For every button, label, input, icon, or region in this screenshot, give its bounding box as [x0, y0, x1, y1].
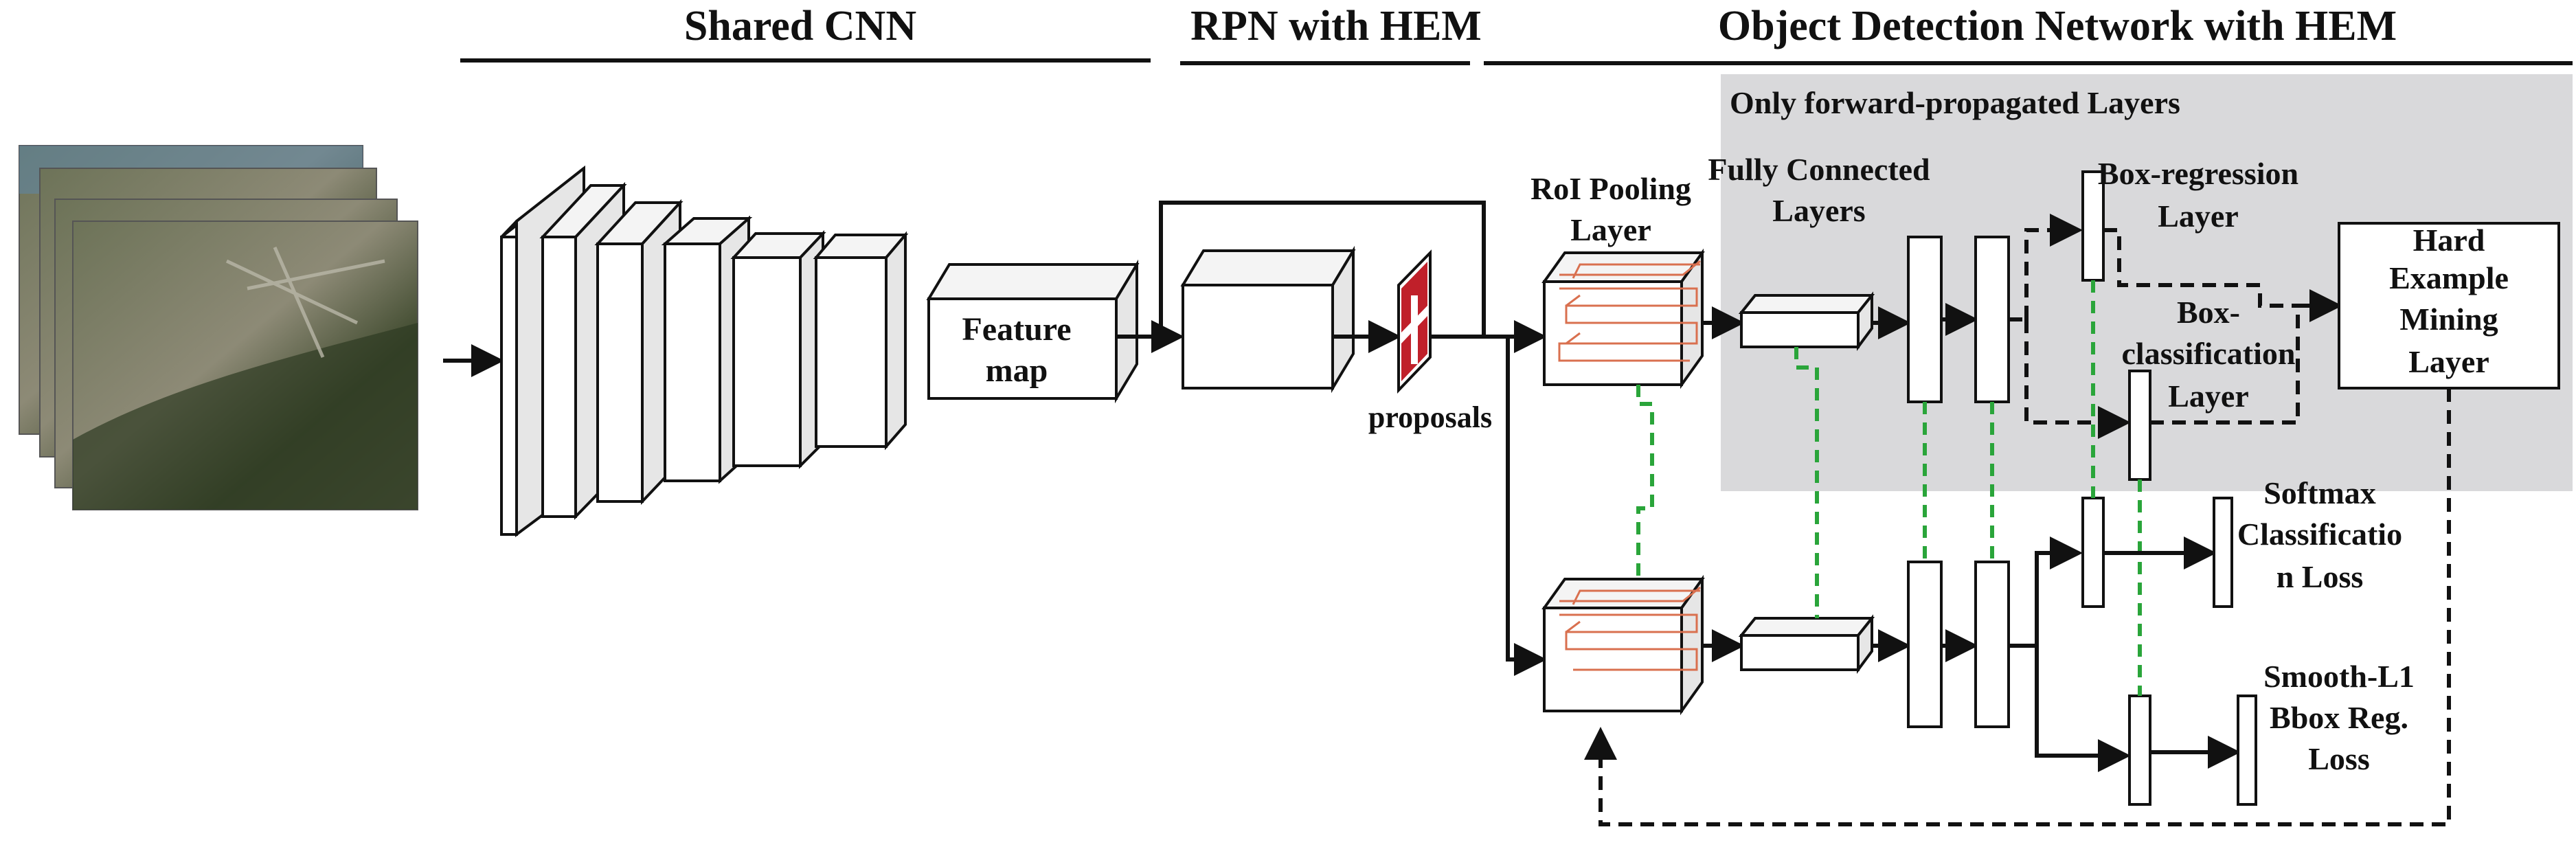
fc2-top	[1974, 236, 2010, 403]
softmax-loss-layer	[2213, 497, 2233, 608]
box-regression-layer	[2081, 170, 2105, 282]
section-shared-cnn: Shared CNN	[684, 3, 916, 49]
rpn-block	[1180, 245, 1356, 394]
arrow-to-roi-bottom	[1506, 337, 1547, 676]
smoothl1-loss-label-3: Loss	[2308, 741, 2369, 776]
forward-only-label: Only forward-propagated Layers	[1730, 85, 2180, 120]
cnn-layer-5	[730, 229, 826, 469]
fc-label-1: Fully Connected	[1708, 152, 1930, 187]
roi-pooling-label-1: RoI Pooling	[1530, 171, 1691, 206]
softmax-loss-label-2: Classificatio	[2237, 517, 2402, 552]
feature-map-label-2: map	[986, 352, 1048, 389]
dash-to-box-regression	[2024, 214, 2083, 319]
arrow-to-cls-layer	[2035, 537, 2083, 646]
roi-pooling-label-2: Layer	[1570, 212, 1651, 247]
input-image-stack	[19, 145, 418, 510]
smoothl1-loss-label-2: Bbox Reg.	[2270, 700, 2408, 735]
smoothl1-loss-label-1: Smooth-L1	[2263, 659, 2415, 694]
smoothl1-loss-layer	[2237, 694, 2257, 806]
hem-label-1: Hard	[2413, 223, 2485, 258]
hem-label-3: Mining	[2399, 302, 2498, 337]
dash-to-box-classification	[2024, 319, 2131, 439]
box-classification-layer	[2128, 370, 2151, 481]
fc2-bottom	[1974, 561, 2010, 728]
roi-pooling-top	[1541, 248, 1705, 389]
hem-label-4: Layer	[2408, 344, 2489, 379]
hem-label-2: Example	[2389, 260, 2509, 295]
softmax-loss-label-3: n Loss	[2276, 559, 2364, 594]
softmax-loss-label-1: Softmax	[2263, 475, 2376, 510]
cls-layer-bottom	[2081, 497, 2105, 608]
box-regression-label-1: Box-regression	[2098, 156, 2298, 191]
link-fc-input-shared	[1794, 347, 1819, 618]
fc-label-2: Layers	[1772, 193, 1865, 228]
proposals-label: proposals	[1368, 400, 1492, 434]
box-classification-label-3: Layer	[2168, 379, 2249, 414]
fc-input-bottom	[1738, 614, 1875, 675]
box-classification-label-1: Box-	[2177, 295, 2240, 330]
dash-hem-feedback	[1584, 388, 2451, 826]
fc1-top	[1907, 236, 1943, 403]
reg-layer-bottom	[2128, 694, 2151, 806]
feature-map-label-1: Feature	[962, 311, 1071, 348]
box-regression-label-2: Layer	[2158, 199, 2239, 234]
section-odn: Object Detection Network with HEM	[1718, 3, 2397, 49]
arrow-to-reg-layer	[2035, 646, 2131, 772]
box-classification-label-2: classification	[2122, 336, 2296, 371]
link-roi-shared	[1636, 385, 1654, 577]
roi-pooling-bottom	[1541, 574, 1705, 716]
section-rpn: RPN with HEM	[1190, 3, 1482, 49]
feature-map-block	[926, 259, 1140, 404]
bypass-line	[1159, 201, 1486, 337]
dash-classification-to-hem	[2150, 306, 2300, 425]
dash-regression-to-hem	[2103, 228, 2294, 308]
cnn-layer-6	[813, 231, 909, 451]
proposals-icon	[1397, 249, 1432, 394]
fc-input-top	[1738, 291, 1875, 352]
fc1-bottom	[1907, 561, 1943, 728]
